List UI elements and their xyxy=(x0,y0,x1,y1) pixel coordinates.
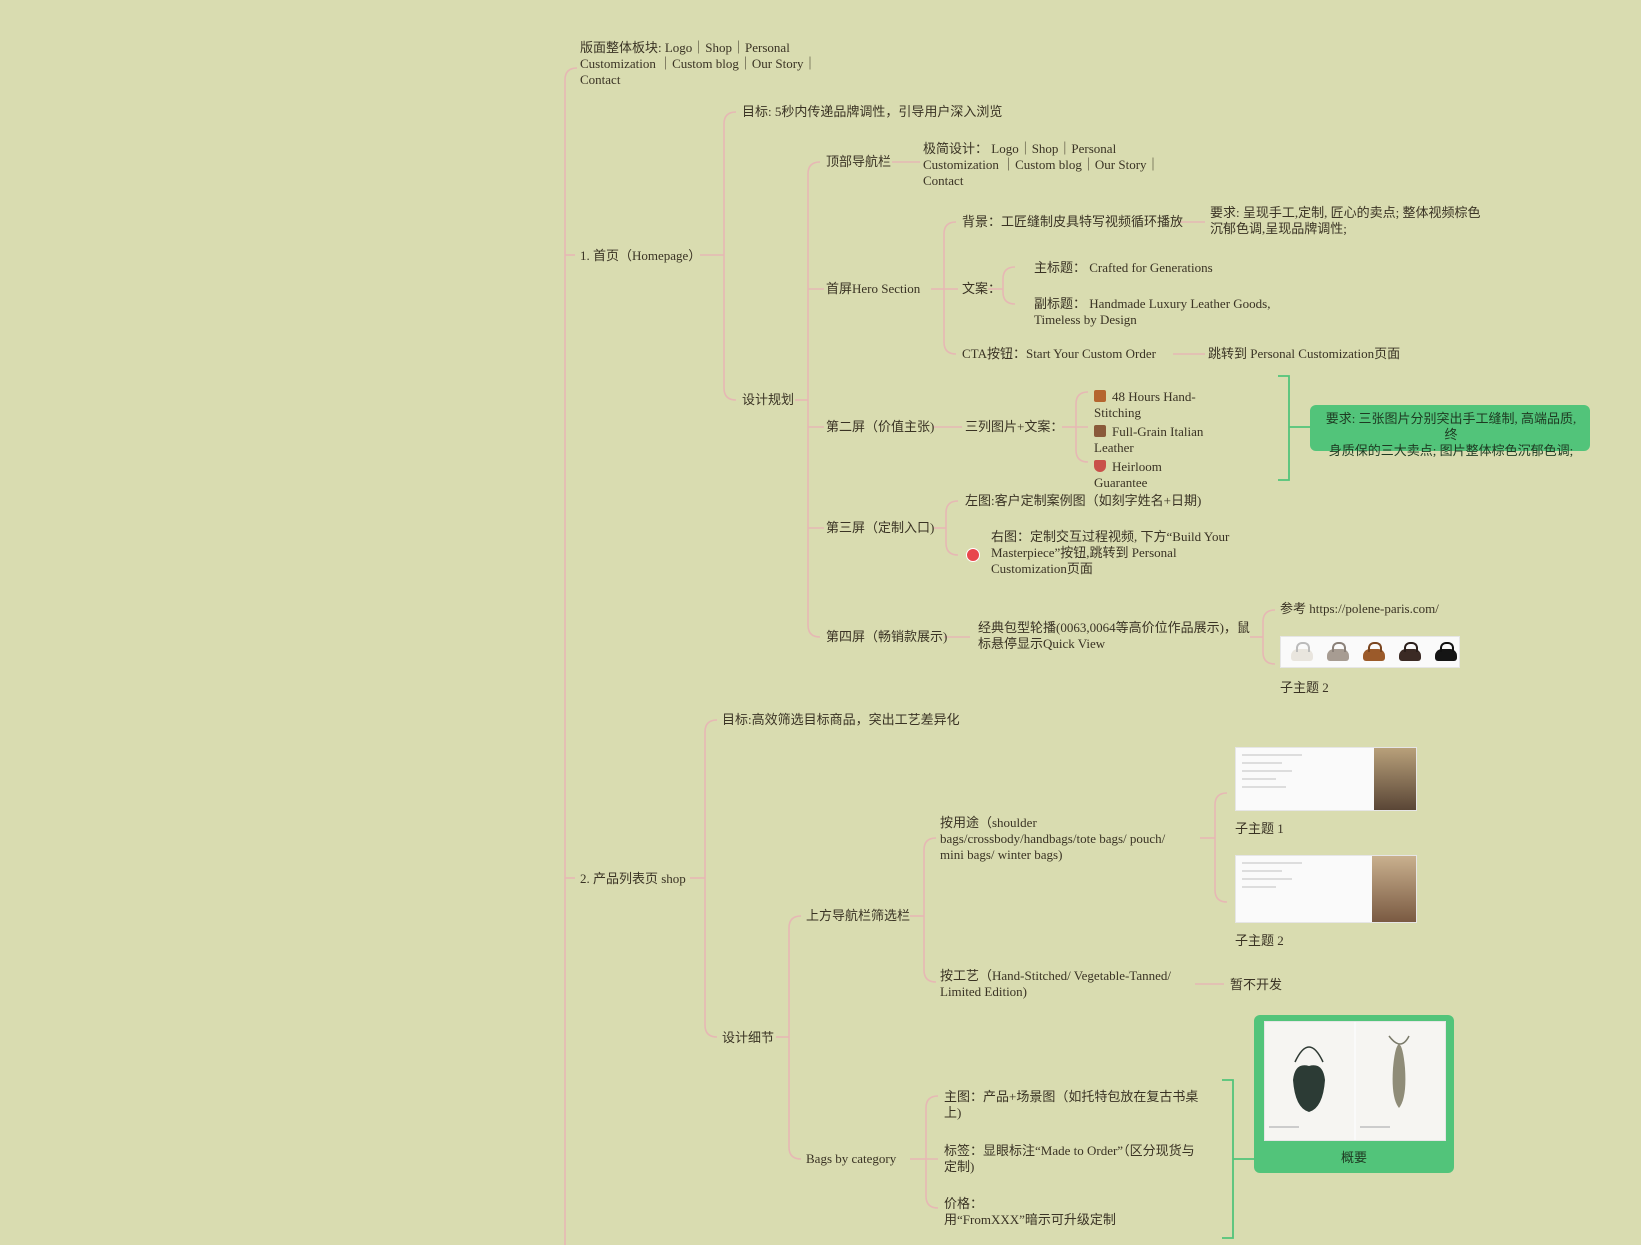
filter-by-craft-note[interactable]: 暂不开发 xyxy=(1230,977,1283,992)
cow-icon xyxy=(1094,425,1106,437)
homepage-node[interactable]: 1. 首页（Homepage） xyxy=(580,248,702,263)
hero-cta-target[interactable]: 跳转到 Personal Customization页面 xyxy=(1208,346,1401,361)
placeholder-line xyxy=(1242,778,1276,780)
filter-screenshot-2[interactable] xyxy=(1235,855,1417,923)
third-screen-node[interactable]: 第三屏（定制入口) xyxy=(826,520,935,535)
hero-background-requirement[interactable]: 要求: 呈现手工,定制, 匠心的卖点; 整体视频棕色 沉郁色调,呈现品牌调性; xyxy=(1210,205,1481,236)
placeholder-line xyxy=(1242,886,1276,888)
placeholder-line xyxy=(1242,786,1286,788)
nav-detail[interactable]: 极简设计： Logo｜Shop｜Personal Customization ｜… xyxy=(923,141,1160,188)
category-product-image[interactable] xyxy=(1264,1021,1446,1141)
summary-bracket-second xyxy=(1278,375,1310,481)
handbag-icon xyxy=(1094,390,1106,402)
bag-image xyxy=(1327,642,1349,661)
filter-by-use[interactable]: 按用途（shoulder bags/crossbody/handbags/tot… xyxy=(940,815,1166,862)
placeholder-line xyxy=(1242,770,1292,772)
root-spine xyxy=(564,67,578,1245)
shop-spine xyxy=(704,719,718,1038)
third-screen-right[interactable]: 右图：定制交互过程视频, 下方“Build Your Masterpiece”按… xyxy=(991,529,1230,576)
photo-thumbnail xyxy=(1374,748,1416,810)
root-node[interactable]: 版面整体板块: Logo｜Shop｜Personal Customization… xyxy=(580,40,817,87)
placeholder-line xyxy=(1242,870,1282,872)
hero-subtitle[interactable]: 副标题： Handmade Luxury Leather Goods, Time… xyxy=(1034,296,1271,327)
category-summary[interactable]: 概要 xyxy=(1254,1015,1454,1173)
shop-details[interactable]: 设计细节 xyxy=(722,1030,775,1045)
category-main-image[interactable]: 主图：产品+场景图（如托特包放在复古书桌 上) xyxy=(944,1089,1199,1120)
second-screen-node[interactable]: 第二屏（价值主张) xyxy=(826,419,935,434)
filter-by-craft[interactable]: 按工艺（Hand-Stitched/ Vegetable-Tanned/ Lim… xyxy=(940,968,1171,999)
category-price[interactable]: 价格： 用“FromXXX”暗示可升级定制 xyxy=(944,1196,1116,1227)
category-tag[interactable]: 标签：显眼标注“Made to Order”（区分现货与 定制) xyxy=(944,1143,1195,1174)
second-screen-summary[interactable]: 要求: 三张图片分别突出手工缝制, 高端品质, 终 身质保的三大卖点; 图片整体… xyxy=(1310,405,1590,458)
bag-image xyxy=(1435,642,1457,661)
filter-subtopic-2[interactable]: 子主题 2 xyxy=(1235,933,1284,948)
bag-image xyxy=(1399,642,1421,661)
filter-subtopic-1[interactable]: 子主题 1 xyxy=(1235,821,1284,836)
placeholder-line xyxy=(1242,862,1302,864)
fourth-screen-node[interactable]: 第四屏（畅销款展示) xyxy=(826,629,948,644)
value-item-leather[interactable]: Full-Grain Italian Leather xyxy=(1094,424,1204,455)
fourth-screen-subtopic[interactable]: 子主题 2 xyxy=(1280,680,1329,695)
third-screen-left[interactable]: 左图:客户定制案例图（如刻字姓名+日期) xyxy=(965,493,1202,508)
marker-icon xyxy=(966,548,980,562)
placeholder-line xyxy=(1242,762,1282,764)
category-node[interactable]: Bags by category xyxy=(806,1151,897,1166)
hero-background[interactable]: 背景：工匠缝制皮具特写视频循环播放 xyxy=(962,214,1184,229)
value-item-guarantee[interactable]: Heirloom Guarantee xyxy=(1094,459,1162,490)
fourth-screen-reference[interactable]: 参考 https://polene-paris.com/ xyxy=(1280,601,1439,616)
homepage-plan[interactable]: 设计规划 xyxy=(742,392,795,407)
nav-node[interactable]: 顶部导航栏 xyxy=(826,154,892,169)
hero-copy[interactable]: 文案： xyxy=(962,281,1002,296)
shield-icon xyxy=(1094,460,1106,472)
homepage-spine xyxy=(723,111,737,401)
shop-goal[interactable]: 目标:高效筛选目标商品，突出工艺差异化 xyxy=(722,712,960,727)
placeholder-line xyxy=(1242,754,1302,756)
second-screen-detail[interactable]: 三列图片+文案： xyxy=(965,419,1064,434)
plan-spine xyxy=(807,161,821,638)
bestseller-bags-image[interactable] xyxy=(1280,636,1460,668)
value-item-stitching[interactable]: 48 Hours Hand- Stitching xyxy=(1094,389,1196,420)
summary-bracket-category xyxy=(1222,1079,1254,1239)
product-bags-icon xyxy=(1265,1022,1445,1140)
hero-title[interactable]: 主标题： Crafted for Generations xyxy=(1034,260,1213,275)
shop-node[interactable]: 2. 产品列表页 shop xyxy=(580,871,686,886)
filter-bar-node[interactable]: 上方导航栏筛选栏 xyxy=(806,908,911,923)
hero-node[interactable]: 首屏Hero Section xyxy=(826,281,921,296)
bag-image xyxy=(1291,642,1313,661)
bag-image xyxy=(1363,642,1385,661)
homepage-goal[interactable]: 目标: 5秒内传递品牌调性，引导用户深入浏览 xyxy=(742,104,1003,119)
fourth-screen-detail[interactable]: 经典包型轮播(0063,0064等高价位作品展示)，鼠 标悬停显示Quick V… xyxy=(978,620,1250,651)
photo-thumbnail xyxy=(1372,856,1416,922)
placeholder-line xyxy=(1242,878,1292,880)
hero-cta[interactable]: CTA按钮：Start Your Custom Order xyxy=(962,346,1156,361)
filter-screenshot-1[interactable] xyxy=(1235,747,1417,811)
category-summary-label: 概要 xyxy=(1340,1150,1367,1165)
